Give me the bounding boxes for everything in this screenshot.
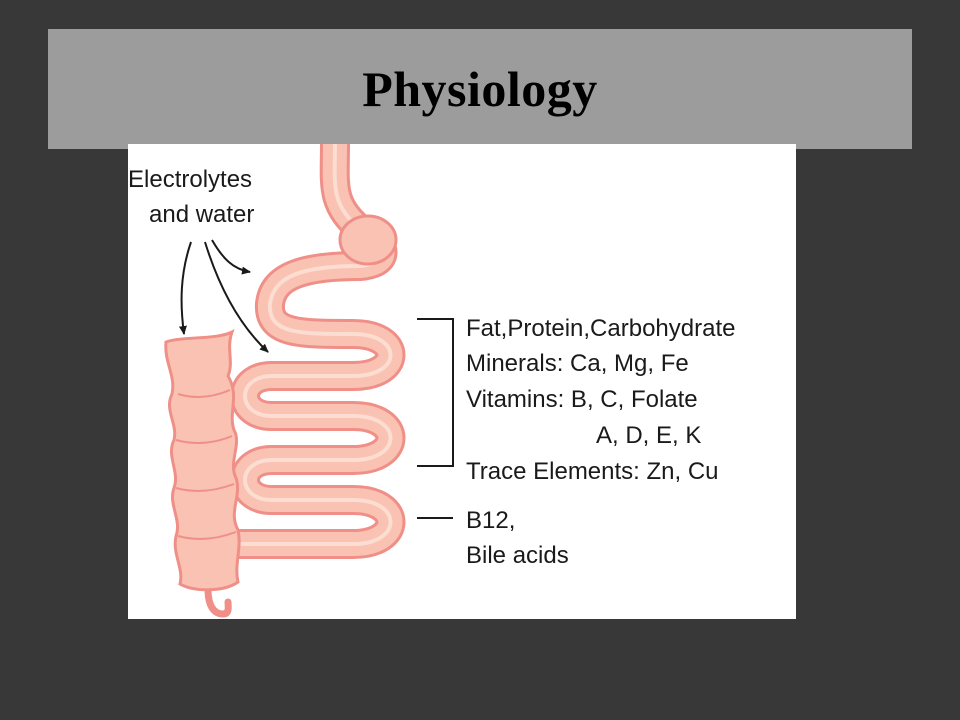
ileum-label-line2: Bile acids (466, 542, 569, 569)
nutrient-label-fat-protein-carbohydrate: Fat,Protein,Carbohydrate (466, 315, 736, 342)
colon (164, 329, 241, 618)
colon-body (164, 329, 241, 592)
nutrient-label-minerals: Minerals: Ca, Mg, Fe (466, 350, 689, 377)
colon-haustra (175, 389, 237, 540)
nutrient-bracket (417, 318, 454, 467)
nutrient-label-trace-elements: Trace Elements: Zn, Cu (466, 458, 719, 485)
arrow-to-colon (178, 241, 192, 335)
arrow-to-duodenum (211, 239, 251, 275)
electrolytes-label-line1: Electrolytes (128, 166, 253, 193)
small-intestine-and-stomach (225, 144, 406, 559)
diagram-drawing (164, 144, 454, 618)
electrolytes-label-line2: and water (149, 201, 255, 228)
nutrient-label-fat-soluble-vitamins: A, D, E, K (596, 422, 702, 449)
colon-tail (204, 585, 232, 618)
absorption-arrows (178, 239, 269, 353)
digestive-diagram: Electrolytes and water Fat,Protein,Carbo… (128, 144, 796, 619)
nutrient-label-vitamins: Vitamins: B, C, Folate (466, 386, 698, 413)
slide-title: Physiology (362, 61, 598, 117)
arrow-to-jejunum (204, 241, 269, 353)
title-bar: Physiology (48, 29, 912, 149)
ileum-label-line1: B12, (466, 507, 516, 534)
stomach (338, 214, 398, 266)
